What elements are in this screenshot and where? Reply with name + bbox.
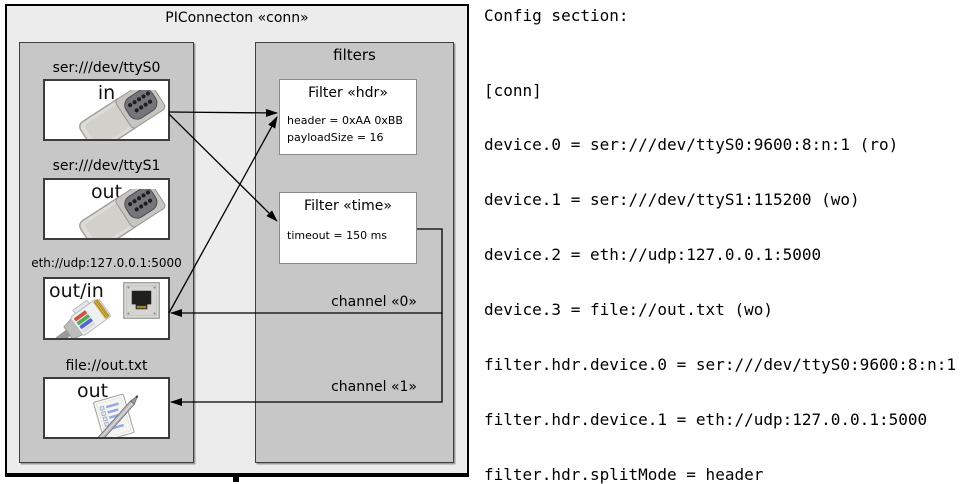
filter-time-properties: timeout = 150 ms [287,228,387,245]
filter-property: header = 0xAA 0xBB [287,114,403,127]
channel-0-label: channel «0» [331,294,417,310]
filter-hdr-title: Filter «hdr» [308,85,388,101]
filter-time-title: Filter «time» [304,198,392,214]
ethernet-plug-icon [55,299,111,338]
device-uri-label-ttys0: ser:///dev/ttyS0 [52,60,161,76]
config-line: filter.hdr.splitMode = header [484,464,764,484]
device-direction-label: out [77,380,109,402]
serial-connector-icon [74,90,166,139]
filter-property: payloadSize = 16 [287,130,384,144]
config-heading: Config section: [484,6,629,25]
filter-hdr-properties: header = 0xAA 0xBB payloadSize = 16 [287,113,403,146]
config-lines: [conn] device.0 = ser:///dev/ttyS0:9600:… [484,45,964,484]
device-box-ttys1: out [43,178,170,240]
device-box-ttys0: in [43,79,170,141]
device-direction-label: in [97,82,116,104]
filter-property: timeout = 150 ms [287,229,388,242]
channel-1-label: channel «1» [331,379,417,395]
notepad-pencil-icon [93,393,139,437]
config-line: device.2 = eth://udp:127.0.0.1:5000 [484,245,822,265]
device-uri-label-file: file://out.txt [65,358,148,374]
filter-time-box: Filter «time» timeout = 150 ms [279,192,417,264]
device-direction-label: out/in [49,280,104,302]
config-line: device.1 = ser:///dev/ttyS1:115200 (wo) [484,190,860,210]
config-line: device.3 = file://out.txt (wo) [484,300,773,320]
config-line: filter.hdr.device.0 = ser:///dev/ttyS0:9… [484,355,957,375]
filters-panel-title: filters [333,46,376,64]
device-box-file: out [43,377,170,439]
diagram-title: PIConnecton «conn» [165,10,309,26]
config-line: device.0 = ser:///dev/ttyS0:9600:8:n:1 (… [484,135,899,155]
device-uri-label-eth: eth://udp:127.0.0.1:5000 [31,256,182,270]
device-box-eth: out/in [43,277,170,340]
config-line: filter.hdr.device.1 = eth://udp:127.0.0.… [484,409,928,429]
filter-hdr-box: Filter «hdr» header = 0xAA 0xBB payloadS… [279,79,417,155]
serial-connector-icon [74,189,166,238]
bottom-notch [233,477,239,482]
config-line: [conn] [484,80,542,100]
device-direction-label: out [90,181,123,203]
ethernet-jack-icon [123,282,160,319]
device-uri-label-ttys1: ser:///dev/ttyS1 [52,158,161,174]
